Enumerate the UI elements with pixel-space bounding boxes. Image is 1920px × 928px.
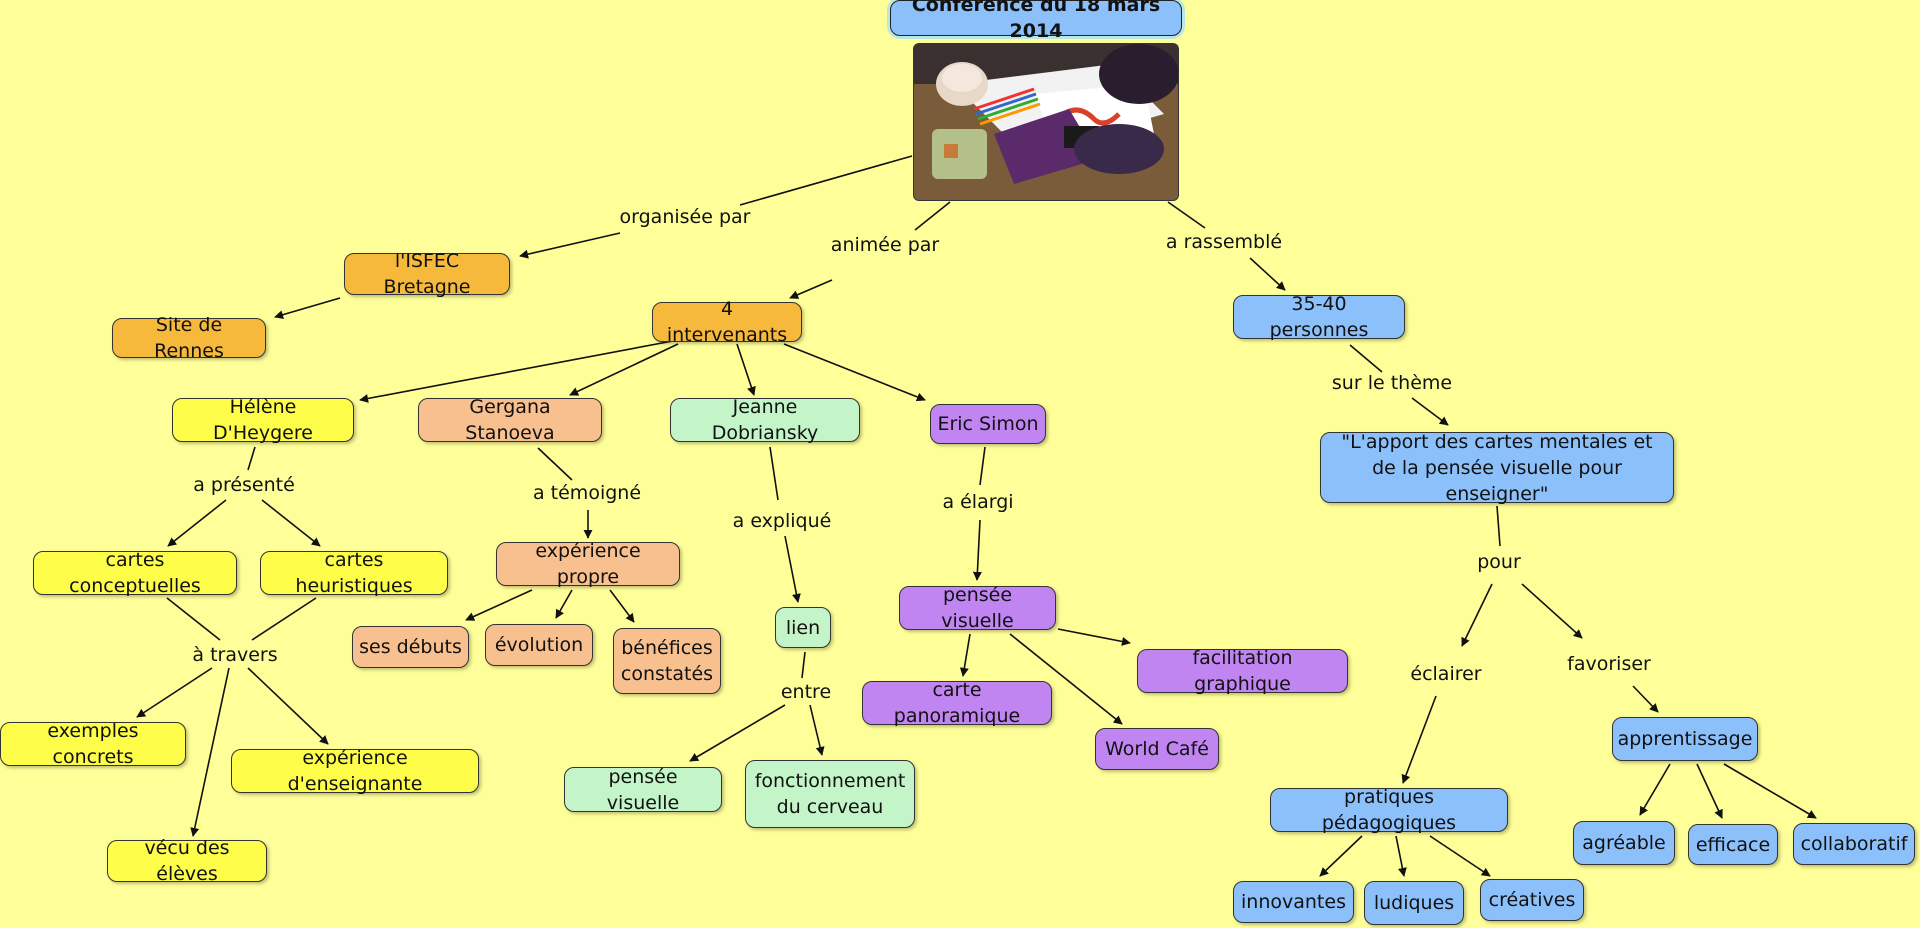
arrow-to-benefices bbox=[609, 589, 635, 623]
arrow-to-carte-panoramique bbox=[959, 633, 971, 677]
arrow-to-world-cafe bbox=[1009, 633, 1123, 725]
node-carte-panoramique: carte panoramique bbox=[862, 679, 1052, 727]
line-heuristiques-travers bbox=[251, 597, 317, 641]
arrow-to-theme bbox=[1411, 397, 1449, 426]
link-eclairer: éclairer bbox=[1410, 663, 1482, 685]
node-innovantes: innovantes bbox=[1233, 881, 1354, 923]
link-a-travers: à travers bbox=[192, 644, 278, 666]
node-jeanne: Jeanne Dobriansky bbox=[670, 396, 860, 444]
link-animee-par: animée par bbox=[830, 234, 940, 256]
arrow-to-innovantes bbox=[1319, 835, 1363, 877]
line-photo-animee bbox=[914, 201, 951, 231]
arrow-to-agreable bbox=[1639, 763, 1671, 816]
node-ludiques: ludiques bbox=[1364, 881, 1464, 925]
node-experience-propre: expérience propre bbox=[496, 540, 680, 588]
node-debuts: ses débuts bbox=[352, 626, 469, 668]
node-isfec: l'ISFEC Bretagne bbox=[344, 250, 510, 298]
arrow-to-lien bbox=[784, 535, 801, 603]
workshop-photo bbox=[913, 43, 1179, 201]
arrow-to-apprentissage bbox=[1632, 685, 1659, 713]
arrow-to-experience-enseignante bbox=[247, 667, 329, 745]
node-exemples-concrets: exemples concrets bbox=[0, 720, 186, 768]
line-conceptuelles-travers bbox=[166, 597, 221, 641]
line-lien-entre bbox=[801, 651, 806, 679]
node-vecu-eleves: vécu des élèves bbox=[107, 837, 267, 885]
arrow-to-vecu bbox=[190, 667, 230, 837]
node-evolution: évolution bbox=[485, 624, 593, 666]
node-world-cafe: World Café bbox=[1095, 728, 1219, 770]
node-cartes-conceptuelles: cartes conceptuelles bbox=[33, 549, 237, 597]
node-eric: Eric Simon bbox=[930, 404, 1046, 444]
arrow-to-rennes bbox=[274, 297, 341, 320]
node-pratiques: pratiques pédagogiques bbox=[1270, 786, 1508, 834]
link-a-elargi: a élargi bbox=[942, 491, 1014, 513]
link-a-rassemble: a rassemblé bbox=[1165, 231, 1283, 253]
arrow-to-eclairer bbox=[1461, 583, 1493, 647]
link-pour: pour bbox=[1477, 551, 1521, 573]
node-gergana: Gergana Stanoeva bbox=[418, 396, 602, 444]
arrow-to-pratiques bbox=[1401, 695, 1437, 784]
arrow-to-cartes-heuristiques bbox=[261, 499, 321, 547]
arrow-to-debuts bbox=[465, 589, 533, 621]
arrow-to-collaboratif bbox=[1723, 763, 1817, 819]
node-pensee-visuelle-j: pensée visuelle bbox=[564, 766, 722, 814]
node-benefices: bénéfices constatés bbox=[613, 628, 721, 694]
arrow-to-ludiques bbox=[1395, 835, 1407, 877]
node-collaboratif: collaboratif bbox=[1793, 823, 1915, 865]
line-theme-pour bbox=[1496, 505, 1501, 547]
node-agreable: agréable bbox=[1573, 821, 1675, 865]
link-entre: entre bbox=[780, 681, 832, 703]
arrow-to-pensee-visuelle-e bbox=[972, 519, 982, 581]
arrow-to-eric bbox=[783, 343, 926, 402]
arrow-to-isfec bbox=[519, 232, 621, 259]
arrow-to-fonctionnement bbox=[809, 704, 825, 756]
arrow-to-gergana bbox=[569, 343, 679, 396]
node-pensee-visuelle-e: pensée visuelle bbox=[899, 584, 1056, 632]
node-lien: lien bbox=[775, 607, 831, 648]
node-cartes-heuristiques: cartes heuristiques bbox=[260, 549, 448, 597]
node-apprentissage: apprentissage bbox=[1612, 717, 1758, 761]
link-a-presente: a présenté bbox=[193, 474, 295, 496]
arrow-to-intervenants bbox=[789, 279, 833, 299]
node-efficace: efficace bbox=[1688, 824, 1778, 865]
link-favoriser: favoriser bbox=[1567, 653, 1651, 675]
arrow-to-creatives bbox=[1429, 835, 1491, 877]
arrow-to-facilitation bbox=[1057, 628, 1131, 646]
node-creatives: créatives bbox=[1480, 879, 1584, 921]
line-photo-rassemble bbox=[1167, 201, 1206, 229]
arrow-to-favoriser bbox=[1521, 583, 1583, 639]
link-a-temoigne: a témoigné bbox=[532, 482, 642, 504]
line-photo-organisee bbox=[739, 155, 913, 206]
node-facilitation: facilitation graphique bbox=[1137, 647, 1348, 695]
node-intervenants: 4 intervenants bbox=[652, 298, 802, 346]
node-helene: Hélène D'Heygere bbox=[172, 396, 354, 444]
arrow-to-evolution bbox=[555, 589, 573, 619]
arrow-to-cartes-conceptuelles bbox=[167, 499, 227, 547]
arrow-to-exemples bbox=[136, 667, 213, 718]
node-fonctionnement: fonctionnement du cerveau bbox=[745, 760, 915, 828]
node-theme: "L'apport des cartes mentales et de la p… bbox=[1320, 431, 1674, 505]
arrow-to-pensee-visuelle-j bbox=[689, 704, 786, 762]
line-gergana-temoigne bbox=[537, 447, 573, 481]
link-organisee-par: organisée par bbox=[619, 206, 751, 228]
node-rennes: Site de Rennes bbox=[112, 314, 266, 362]
line-personnes-theme bbox=[1349, 344, 1383, 373]
node-experience-enseignante: expérience d'enseignante bbox=[231, 747, 479, 795]
link-sur-le-theme: sur le thème bbox=[1331, 372, 1453, 394]
arrow-to-personnes bbox=[1249, 257, 1286, 291]
arrow-to-jeanne bbox=[736, 343, 756, 396]
arrow-to-helene bbox=[359, 339, 679, 403]
photo-illustration bbox=[914, 44, 1178, 200]
node-personnes: 35-40 personnes bbox=[1233, 293, 1405, 341]
line-helene-presente bbox=[247, 446, 256, 471]
line-eric-elargi bbox=[979, 446, 986, 486]
arrow-to-efficace bbox=[1696, 763, 1723, 819]
link-a-explique: a expliqué bbox=[732, 510, 832, 532]
node-title: Conférence du 18 mars 2014 bbox=[890, 0, 1182, 42]
line-jeanne-explique bbox=[769, 446, 779, 501]
